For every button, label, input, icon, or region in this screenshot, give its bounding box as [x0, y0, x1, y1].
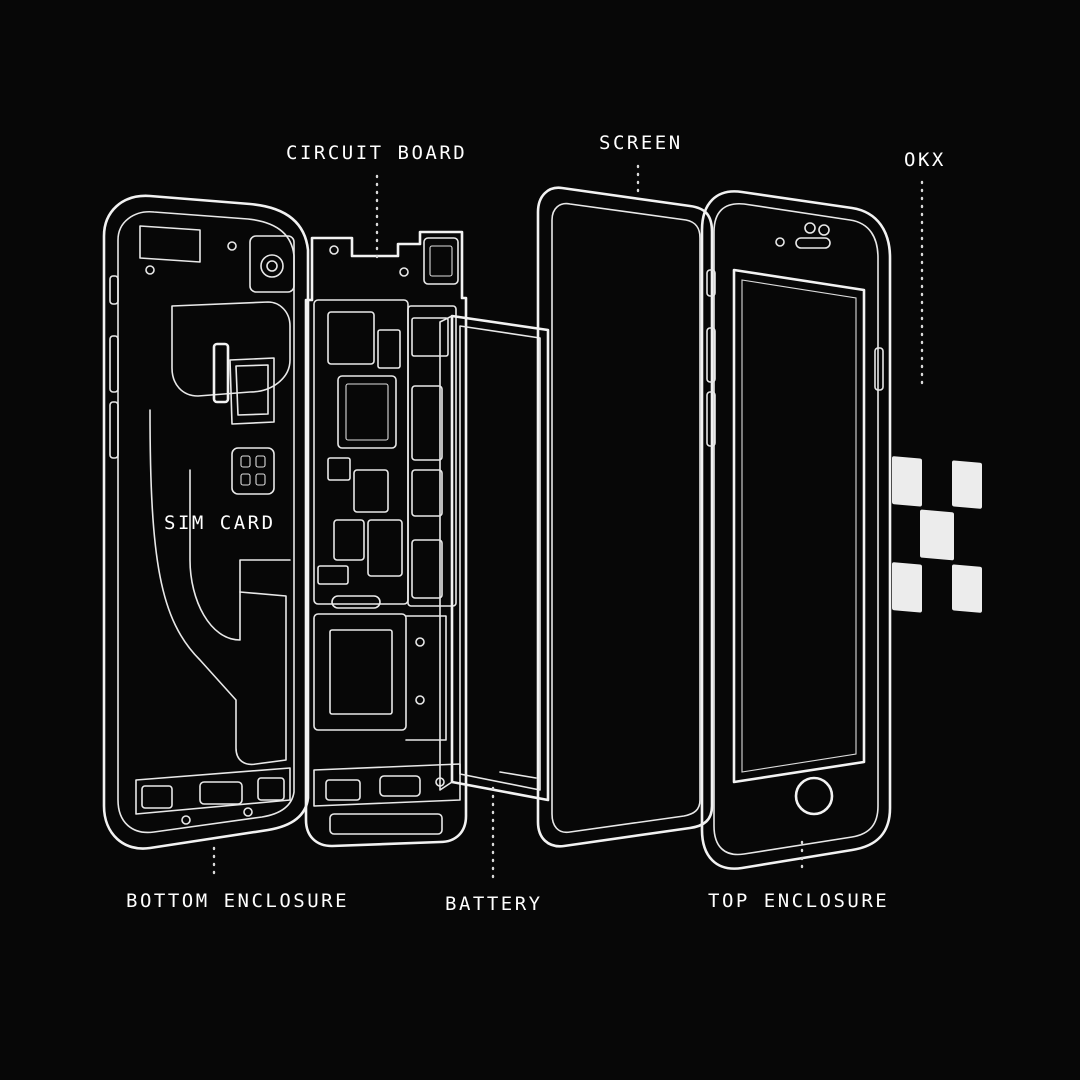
label-battery: BATTERY — [445, 893, 543, 915]
home-button-icon — [794, 776, 834, 816]
label-screen: SCREEN — [599, 132, 683, 154]
okx-logo-icon — [892, 456, 982, 613]
label-bottom-enclosure: BOTTOM ENCLOSURE — [126, 890, 349, 912]
screen — [536, 186, 714, 848]
bottom-enclosure — [102, 194, 310, 850]
label-top-enclosure: TOP ENCLOSURE — [708, 890, 889, 912]
circuit-board — [304, 230, 468, 848]
label-okx: OKX — [904, 149, 946, 171]
top-enclosure — [700, 190, 892, 870]
label-circuit-board: CIRCUIT BOARD — [286, 142, 467, 164]
label-sim-card: SIM CARD — [164, 512, 276, 534]
battery — [439, 314, 550, 802]
